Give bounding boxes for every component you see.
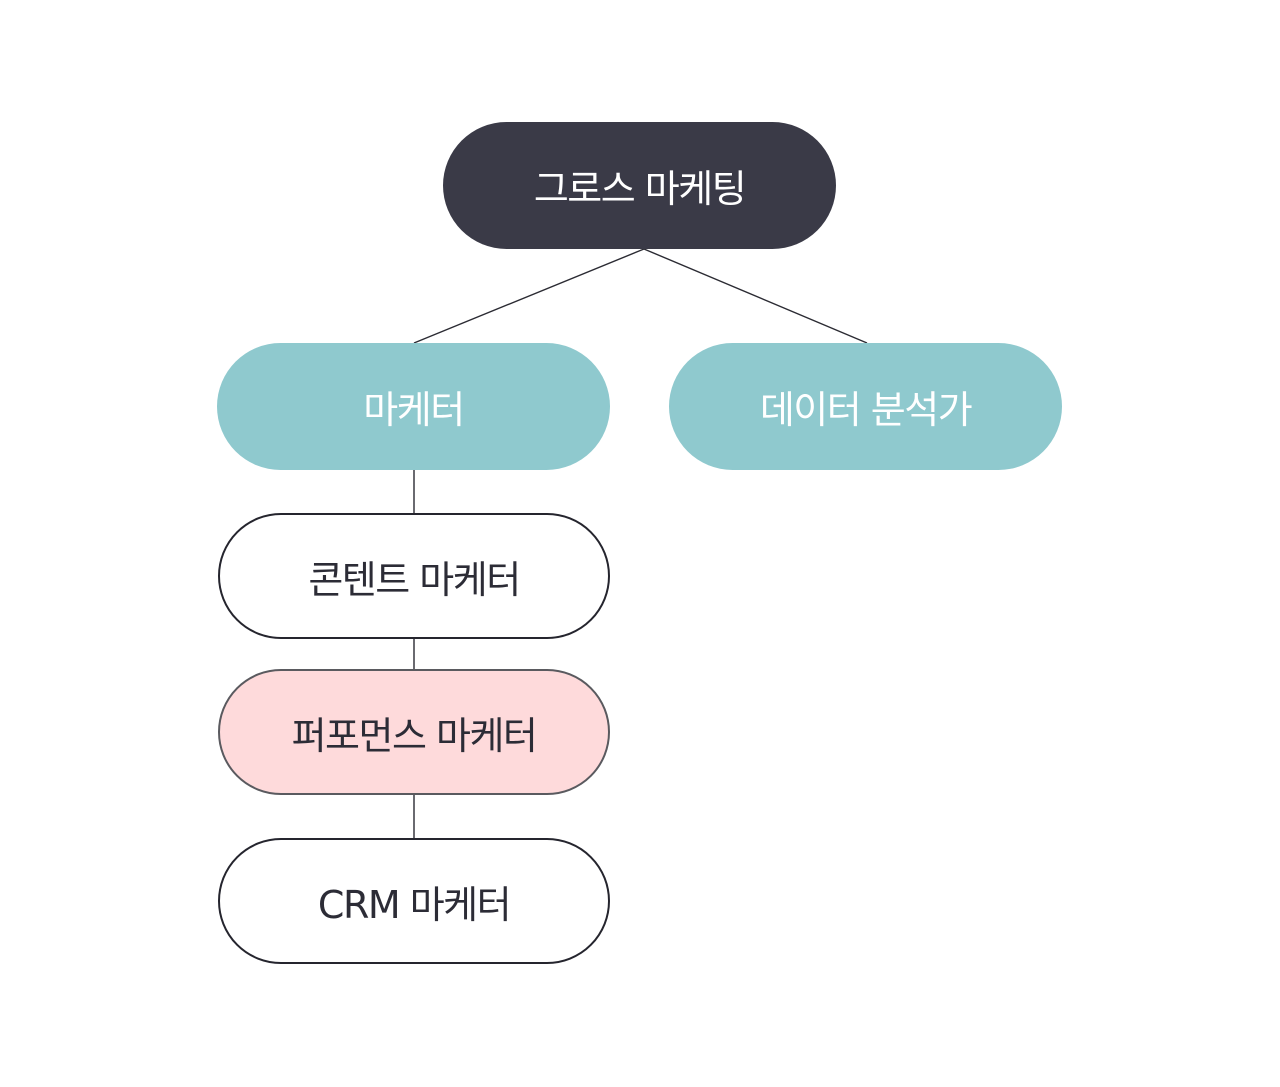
node-label: 콘텐트 마케터 (308, 557, 521, 602)
node-label: 퍼포먼스 마케터 (291, 713, 538, 758)
node-label: 마케터 (363, 388, 465, 432)
node-label: 그로스 마케팅 (533, 167, 747, 211)
connector-root-to-marketer (413, 248, 645, 344)
connector-root-to-analyst (643, 248, 868, 344)
node-performance-marketer: 퍼포먼스 마케터 (218, 669, 610, 795)
node-label: CRM 마케터 (317, 882, 512, 927)
node-growth-marketing: 그로스 마케팅 (443, 122, 836, 249)
node-crm-marketer: CRM 마케터 (218, 838, 610, 964)
node-content-marketer: 콘텐트 마케터 (218, 513, 610, 639)
node-label: 데이터 분석가 (759, 388, 973, 432)
node-marketer: 마케터 (217, 343, 610, 470)
node-data-analyst: 데이터 분석가 (669, 343, 1062, 470)
